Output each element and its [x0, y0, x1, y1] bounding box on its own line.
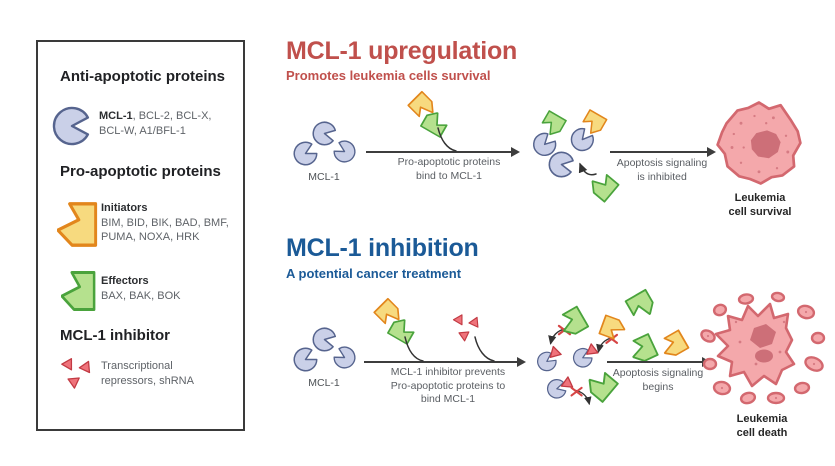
inhibition-subtitle: A potential cancer treatment: [286, 266, 462, 281]
step-caption-line: bind MCL-1: [420, 393, 476, 405]
step-caption: Apoptosis signaling is inhibited: [602, 157, 722, 184]
legend-pro-header: Pro-apoptotic proteins: [60, 163, 221, 180]
legend-inhibitor-desc: Transcriptional repressors, shRNA: [101, 359, 194, 388]
reaction-arrow: [366, 147, 520, 157]
step-caption-line: Apoptosis signaling: [616, 157, 708, 169]
inhibition-title: MCL-1 inhibition: [286, 234, 479, 262]
legend-effectors-line1: BAX, BAK, BOK: [101, 289, 181, 302]
upregulation-title: MCL-1 upregulation: [286, 37, 518, 65]
binding-curve: [404, 336, 424, 362]
result-label: Leukemia cell death: [714, 413, 810, 440]
legend-anti-line2: BCL-W, A1/BFL-1: [99, 124, 186, 137]
cell-speckles: [730, 114, 790, 174]
legend-effectors-block: Effectors BAX, BAK, BOK: [101, 274, 180, 303]
mcl1-initiator-complex-icon: [566, 109, 608, 156]
step-caption-line: Apoptosis signaling: [612, 367, 704, 379]
blocked-binding-arrow-icon: [570, 386, 592, 406]
legend-anti-header: Anti-apoptotic proteins: [60, 68, 225, 85]
reaction-arrow: [364, 357, 526, 367]
binding-curve: [437, 127, 457, 152]
upregulation-subtitle: Promotes leukemia cells survival: [286, 68, 491, 83]
initiator-protein-icon: [657, 329, 690, 361]
mcl1-trio-icon: [289, 325, 360, 376]
cell-speckles: [706, 310, 816, 400]
inhibitor-fragments-icon: [61, 357, 91, 389]
effector-protein-icon: [61, 271, 96, 311]
reaction-arrow: [610, 147, 716, 157]
result-line: Leukemia: [736, 413, 788, 425]
reaction-arrow: [607, 357, 711, 367]
step-caption: Pro-apoptotic proteins bind to MCL-1: [384, 156, 514, 183]
initiator-protein-icon: [57, 202, 98, 247]
leukemia-cell-death-icon: [700, 291, 826, 405]
step-caption-line: bind to MCL-1: [416, 169, 482, 182]
legend-initiators-title: Initiators: [101, 202, 148, 214]
step-caption: Apoptosis signaling begins: [598, 367, 718, 394]
step-caption-line: Pro-apoptotic proteins: [397, 156, 501, 168]
mcl1-label: MCL-1: [308, 171, 340, 183]
legend-effectors-title: Effectors: [101, 275, 149, 287]
leukemia-cell-survival-icon: [716, 101, 802, 185]
step-caption-line: begins: [642, 380, 674, 393]
legend-initiators-line2: PUMA, NOXA, HRK: [101, 231, 200, 243]
step-caption-line: MCL-1 inhibitor prevents: [390, 366, 506, 378]
legend-inhibitor-line2: repressors, shRNA: [101, 374, 194, 387]
legend-inhibitor-header: MCL-1 inhibitor: [60, 327, 170, 344]
binding-mini-arrow-icon: [578, 162, 597, 176]
mcl1-trio-icon: [289, 119, 360, 170]
legend-anti-bold: MCL-1: [99, 110, 133, 122]
mcl1-protein-icon: [52, 106, 90, 146]
legend-inhibitor-line1: Transcriptional: [101, 360, 173, 372]
binding-curve: [474, 336, 495, 362]
effector-protein-icon: [624, 288, 659, 323]
result-line: Leukemia: [734, 192, 786, 204]
result-line: cell survival: [728, 205, 792, 218]
legend-anti-proteins-list: MCL-1, BCL-2, BCL-X, BCL-W, A1/BFL-1: [99, 109, 211, 138]
legend-initiators-line1: BIM, BID, BIK, BAD, BMF,: [101, 216, 229, 229]
mcl1-label: MCL-1: [308, 377, 340, 389]
step-caption: MCL-1 inhibitor prevents Pro-apoptotic p…: [380, 366, 516, 407]
legend-anti-rest: , BCL-2, BCL-X,: [132, 110, 212, 122]
step-caption-line: Pro-apoptotic proteins to: [390, 379, 506, 392]
result-line: cell death: [736, 426, 788, 439]
step-caption-line: is inhibited: [637, 170, 687, 183]
free-mcl1-icon: [546, 149, 575, 180]
result-label: Leukemia cell survival: [714, 192, 806, 219]
legend-initiators-block: Initiators BIM, BID, BIK, BAD, BMF, PUMA…: [101, 201, 229, 245]
